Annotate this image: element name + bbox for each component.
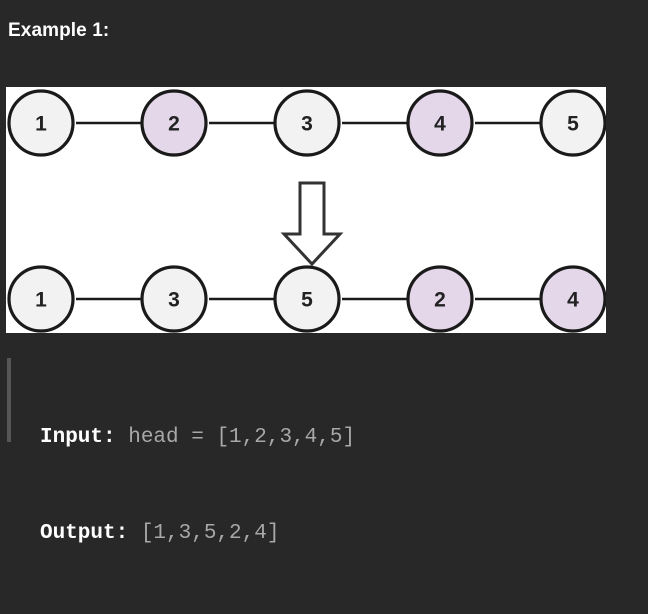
node-bottom-1: 3 bbox=[140, 265, 208, 333]
code-block-accent-bar bbox=[7, 358, 11, 442]
node-bottom-3: 2 bbox=[406, 265, 474, 333]
node-circle bbox=[7, 89, 75, 157]
node-circle bbox=[140, 265, 208, 333]
bottom-row-nodes: 1 3 5 2 4 bbox=[7, 265, 606, 333]
node-bottom-0: 1 bbox=[7, 265, 75, 333]
node-bottom-2: 5 bbox=[273, 265, 341, 333]
code-block-text: Input: head = [1,2,3,4,5] Output: [1,3,5… bbox=[40, 358, 355, 614]
node-value: 3 bbox=[301, 113, 313, 136]
node-value: 1 bbox=[35, 113, 47, 136]
linked-list-diagram: 1 2 3 4 5 bbox=[7, 89, 606, 333]
node-top-0: 1 bbox=[7, 89, 75, 157]
example-block: Example 1: 1 bbox=[0, 20, 648, 545]
output-value: [1,3,5,2,4] bbox=[128, 522, 280, 545]
node-top-4: 5 bbox=[539, 89, 606, 157]
node-circle bbox=[539, 89, 606, 157]
node-value: 3 bbox=[168, 289, 180, 312]
node-value: 2 bbox=[168, 113, 180, 136]
output-line: Output: [1,3,5,2,4] bbox=[40, 518, 355, 550]
node-circle bbox=[406, 89, 474, 157]
node-circle bbox=[539, 265, 606, 333]
node-value: 5 bbox=[567, 113, 579, 136]
node-value: 1 bbox=[35, 289, 47, 312]
down-arrow-icon bbox=[280, 181, 344, 267]
linked-list-figure: 1 2 3 4 5 bbox=[6, 87, 606, 333]
node-value: 5 bbox=[301, 289, 313, 312]
example-code-block: Input: head = [1,2,3,4,5] Output: [1,3,5… bbox=[0, 352, 648, 545]
node-bottom-4: 4 bbox=[539, 265, 606, 333]
node-circle bbox=[406, 265, 474, 333]
node-circle bbox=[273, 265, 341, 333]
node-circle bbox=[7, 265, 75, 333]
output-label: Output: bbox=[40, 522, 129, 545]
input-value: head = [1,2,3,4,5] bbox=[115, 426, 356, 449]
node-circle bbox=[140, 89, 208, 157]
node-value: 2 bbox=[434, 289, 446, 312]
input-label: Input: bbox=[40, 426, 116, 449]
node-top-2: 3 bbox=[273, 89, 341, 157]
node-top-1: 2 bbox=[140, 89, 208, 157]
node-value: 4 bbox=[567, 289, 579, 312]
input-line: Input: head = [1,2,3,4,5] bbox=[40, 422, 355, 454]
top-row-nodes: 1 2 3 4 5 bbox=[7, 89, 606, 157]
node-top-3: 4 bbox=[406, 89, 474, 157]
node-value: 4 bbox=[434, 113, 446, 136]
node-circle bbox=[273, 89, 341, 157]
page-title: Example 1: bbox=[8, 20, 110, 41]
